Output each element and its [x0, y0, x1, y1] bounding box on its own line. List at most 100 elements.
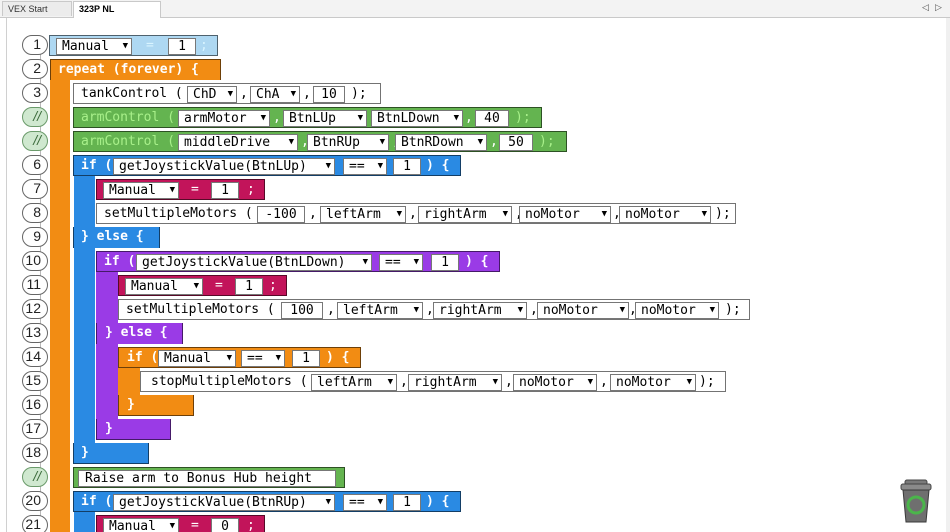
value-field[interactable]: 50	[499, 134, 533, 151]
variable-dropdown[interactable]: Manual▼	[56, 38, 132, 55]
repeat-forever-block[interactable]: repeat (forever) {	[50, 59, 221, 80]
comma: ,	[613, 206, 621, 221]
arg-dropdown[interactable]: rightArm▼	[408, 374, 502, 391]
if-block[interactable]: if ( getJoystickValue(BtnLUp)▼ ==▼ 1 ) {	[73, 155, 461, 176]
vertical-scrollbar[interactable]	[946, 18, 950, 532]
set-multiple-motors-block[interactable]: setMultipleMotors ( -100 , leftArm▼ , ri…	[96, 203, 736, 224]
arg-dropdown[interactable]: noMotor▼	[519, 206, 611, 223]
function-end: );	[699, 374, 715, 389]
if-block[interactable]: if ( getJoystickValue(BtnRUp)▼ ==▼ 1 ) {	[73, 491, 461, 512]
comma: ,	[273, 110, 281, 125]
arg-dropdown[interactable]: middleDrive▼	[178, 134, 298, 151]
variable-assign-block[interactable]: Manual▼ = 1 ;	[118, 275, 287, 296]
value-field[interactable]: 1	[431, 254, 459, 271]
comment-field[interactable]: Raise arm to Bonus Hub height	[78, 470, 336, 487]
arg-dropdown[interactable]: leftArm▼	[311, 374, 397, 391]
comma: ,	[327, 302, 335, 317]
else-block[interactable]: } else {	[73, 227, 160, 248]
value-field[interactable]: 1	[393, 158, 421, 175]
value-field[interactable]: 1	[211, 182, 239, 199]
if-end-block: }	[118, 395, 194, 416]
arg-dropdown[interactable]: BtnRDown▼	[395, 134, 487, 151]
arg-dropdown[interactable]: BtnLUp▼	[283, 110, 367, 127]
arm-control-block-commented[interactable]: armControl ( armMotor▼ , BtnLUp▼ , BtnLD…	[73, 107, 542, 128]
line-number: 14	[22, 347, 48, 367]
value-field[interactable]: 1	[393, 494, 421, 511]
comma: ,	[409, 206, 417, 221]
stop-multiple-motors-block[interactable]: stopMultipleMotors ( leftArm▼ , rightArm…	[140, 371, 726, 392]
function-label: setMultipleMotors (	[104, 206, 253, 221]
arg-dropdown[interactable]: BtnRUp▼	[307, 134, 389, 151]
condition-dropdown[interactable]: getJoystickValue(BtnLDown)▼	[136, 254, 372, 271]
arg-dropdown[interactable]: ChD▼	[187, 86, 237, 103]
semicolon-label: ;	[247, 182, 255, 197]
code-canvas[interactable]: 1 2 3 // // 6 7 8 9 10 11 12 13 14 15 16…	[0, 18, 950, 532]
arg-dropdown[interactable]: rightArm▼	[433, 302, 527, 319]
set-multiple-motors-block[interactable]: setMultipleMotors ( 100 , leftArm▼ , rig…	[118, 299, 750, 320]
else-block[interactable]: } else {	[96, 323, 183, 344]
if-body-bar-2	[96, 267, 118, 435]
arg-dropdown[interactable]: noMotor▼	[513, 374, 597, 391]
value-field[interactable]: 1	[235, 278, 263, 295]
function-label: stopMultipleMotors (	[151, 374, 308, 389]
arm-control-block-commented[interactable]: armControl ( middleDrive▼ , BtnRUp▼ , Bt…	[73, 131, 567, 152]
variable-assign-block[interactable]: Manual▼ = 0 ;	[96, 515, 265, 532]
operator-dropdown[interactable]: ==▼	[241, 350, 285, 367]
tab-vex-start-page[interactable]: VEX Start Page	[2, 1, 72, 28]
tab-prev-icon[interactable]: ◁	[922, 2, 929, 12]
equals-label: =	[191, 518, 199, 532]
function-end: );	[725, 302, 741, 317]
arg-dropdown[interactable]: noMotor▼	[619, 206, 711, 223]
value-field[interactable]: 1	[292, 350, 320, 367]
arg-dropdown[interactable]: leftArm▼	[320, 206, 406, 223]
value-field[interactable]: 0	[211, 518, 239, 532]
operator-dropdown[interactable]: ==▼	[343, 158, 387, 175]
if2-body-bar	[74, 506, 95, 532]
line-number: 9	[22, 227, 48, 247]
function-end: );	[715, 206, 731, 221]
if-end-block: }	[73, 443, 149, 464]
condition-dropdown[interactable]: Manual▼	[158, 350, 236, 367]
tab-next-icon[interactable]: ▷	[935, 2, 942, 12]
condition-dropdown[interactable]: getJoystickValue(BtnLUp)▼	[113, 158, 335, 175]
close-brace: }	[81, 445, 89, 460]
variable-dropdown[interactable]: Manual▼	[103, 518, 179, 532]
variable-dropdown[interactable]: Manual▼	[125, 278, 203, 295]
arg-dropdown[interactable]: noMotor▼	[537, 302, 629, 319]
operator-dropdown[interactable]: ==▼	[379, 254, 423, 271]
function-label: setMultipleMotors (	[126, 302, 275, 317]
comma: ,	[301, 134, 309, 149]
if-block[interactable]: if ( Manual▼ ==▼ 1 ) {	[118, 347, 361, 368]
trash-can-icon[interactable]	[898, 478, 934, 524]
tab-323p-nl-driving[interactable]: 323P NL driving.rbg	[73, 1, 161, 28]
semicolon-label: ;	[247, 518, 255, 532]
line-number: 21	[22, 515, 48, 532]
arg-dropdown[interactable]: BtnLDown▼	[371, 110, 463, 127]
function-label: armControl (	[81, 134, 175, 149]
arg-dropdown[interactable]: noMotor▼	[635, 302, 719, 319]
arg-dropdown[interactable]: ChA▼	[250, 86, 300, 103]
variable-assign-block[interactable]: Manual▼ = 1 ;	[96, 179, 265, 200]
tank-control-block[interactable]: tankControl ( ChD▼ , ChA▼ , 10 );	[73, 83, 381, 104]
value-field[interactable]: 1	[168, 38, 196, 55]
if-block[interactable]: if ( getJoystickValue(BtnLDown)▼ ==▼ 1 )…	[96, 251, 500, 272]
arg-dropdown[interactable]: noMotor▼	[610, 374, 696, 391]
function-end: );	[351, 86, 367, 101]
value-field[interactable]: 40	[475, 110, 509, 127]
value-field[interactable]: 10	[313, 86, 345, 103]
line-number: 2	[22, 59, 48, 79]
arg-dropdown[interactable]: rightArm▼	[418, 206, 512, 223]
repeat-label: repeat (forever) {	[58, 62, 199, 77]
variable-assign-block[interactable]: Manual▼ = 1 ;	[49, 35, 218, 56]
canvas-left-edge	[6, 18, 7, 532]
condition-dropdown[interactable]: getJoystickValue(BtnRUp)▼	[113, 494, 335, 511]
operator-dropdown[interactable]: ==▼	[343, 494, 387, 511]
arg-dropdown[interactable]: armMotor▼	[178, 110, 270, 127]
arg-dropdown[interactable]: leftArm▼	[337, 302, 423, 319]
variable-dropdown[interactable]: Manual▼	[103, 182, 179, 199]
comment-block[interactable]: Raise arm to Bonus Hub height	[73, 467, 345, 488]
value-field[interactable]: 100	[281, 302, 323, 319]
comma: ,	[515, 206, 523, 222]
value-field[interactable]: -100	[257, 206, 305, 223]
if-label: if (	[81, 494, 113, 509]
